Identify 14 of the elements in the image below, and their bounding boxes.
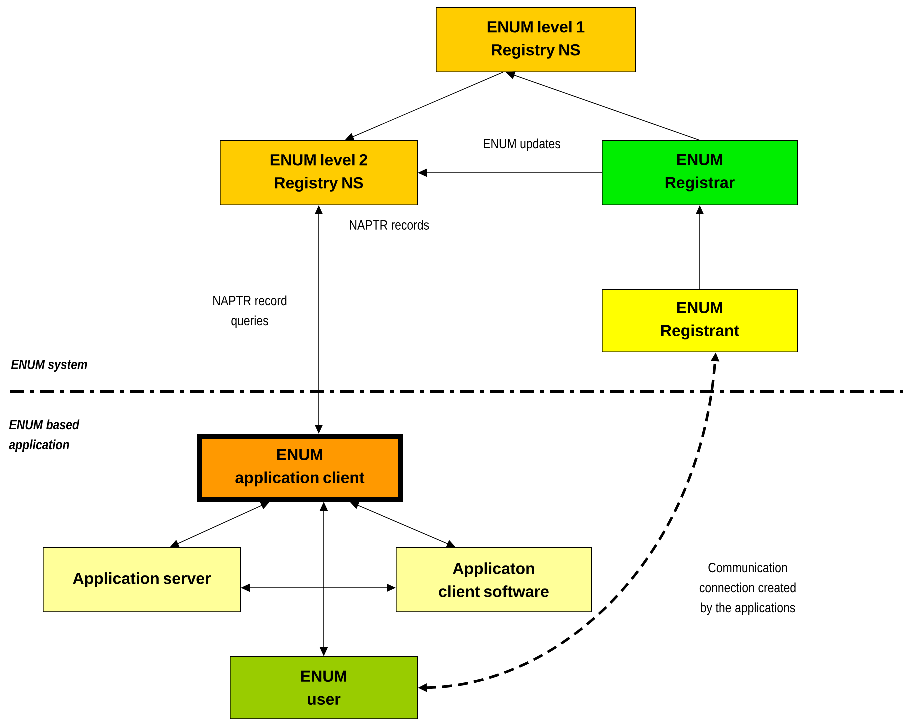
edge-label: ENUM updates: [482, 138, 562, 152]
process-box: Applicaton client software: [396, 547, 592, 612]
edge-label: NAPTR record queries: [204, 294, 296, 330]
process-box: ENUM user: [230, 656, 418, 720]
edge-label: Communication connection created by the applications: [680, 562, 816, 616]
section-label: ENUM system: [11, 360, 88, 372]
process-box: ENUM application client: [197, 434, 403, 502]
note-label: NAPTR records: [350, 220, 430, 230]
process-box: ENUM level 2 Registry NS: [220, 140, 418, 206]
process-box: ENUM Registrar: [602, 140, 798, 206]
section-label: ENUM based application: [9, 420, 80, 452]
process-box: ENUM Registrant: [602, 290, 798, 352]
process-box: Application server: [43, 547, 241, 612]
process-box: ENUM level 1 Registry NS: [436, 7, 636, 72]
